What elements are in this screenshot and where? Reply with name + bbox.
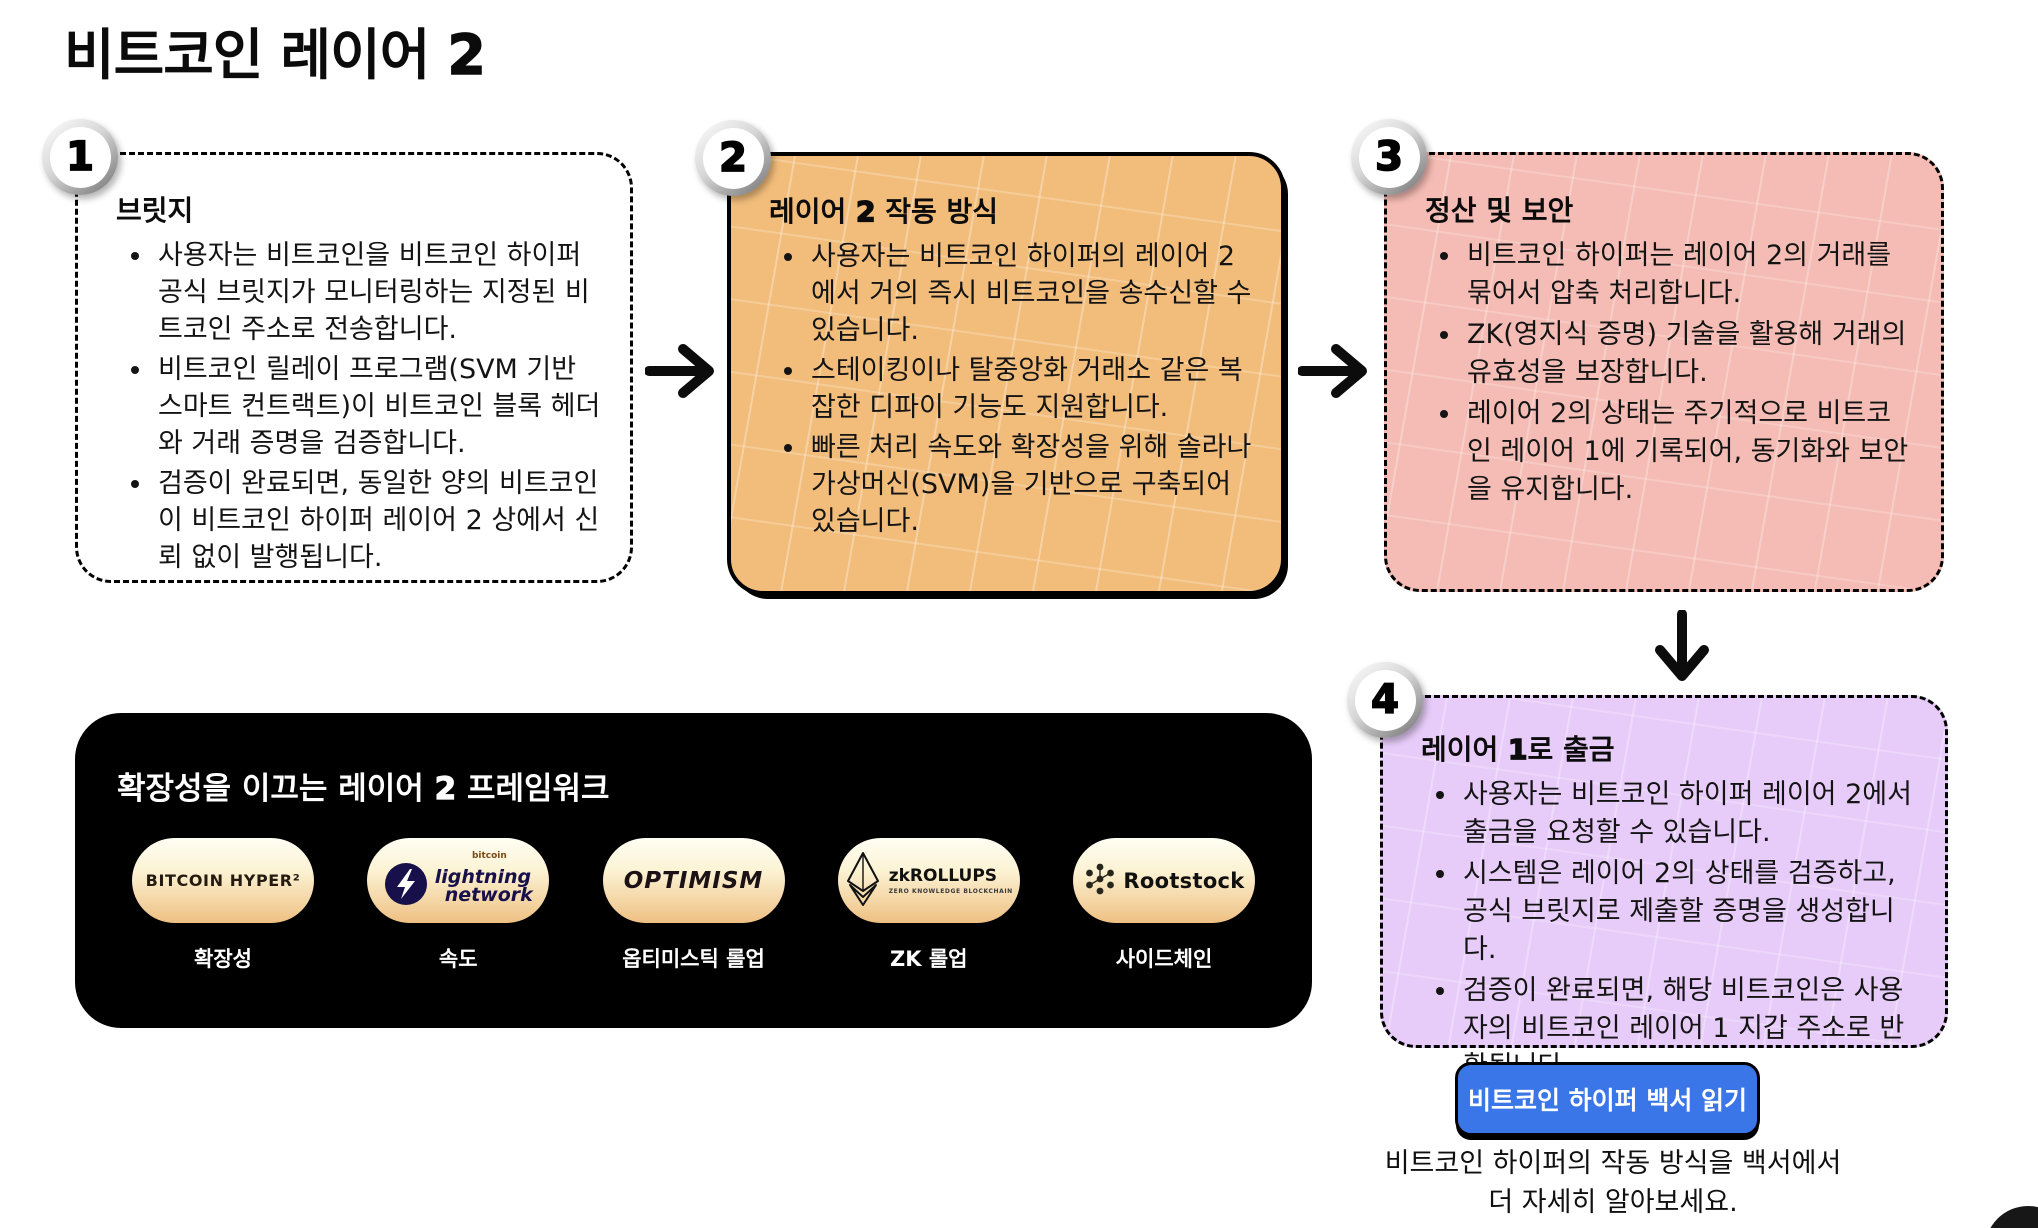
framework-panel: 확장성을 이끄는 레이어 2 프레임워크 BITCOIN HYPER² 확장성 … [75,713,1312,1028]
heading-number: 2 [434,770,457,807]
lightning-network-logo: bitcoin lightning network [367,838,550,923]
step-box-settlement: 3 정산 및 보안 비트코인 하이퍼는 레이어 2의 거래를 묶어서 압축 처리… [1351,119,1944,592]
badge-circle: 1 [49,126,111,188]
logo-item-bitcoin-hyper: BITCOIN HYPER² 확장성 [117,838,329,973]
step-number-badge-4: 4 [1347,662,1423,738]
step-title-text: 레이어 [769,195,857,228]
rootstock-dots-icon [1083,862,1117,900]
step-title: 레이어 1로 출금 [1421,728,1917,768]
step-title-text: 작동 방식 [875,195,999,228]
logo-item-lightning-network: bitcoin lightning network [352,838,564,973]
step-number-badge-1: 1 [42,119,118,195]
badge-circle: 4 [1354,669,1416,731]
bitcoin-hyper-wordmark: BITCOIN HYPER² [145,871,301,890]
step-title-text: 로 출금 [1527,733,1615,766]
page-title: 비트코인 레이어 2 [64,10,487,90]
cta-caption: 비트코인 하이퍼의 작동 방식을 백서에서 더 자세히 알아보세요. [1384,1148,1842,1218]
logo-item-zkrollups: zkROLLUPS ZERO KNOWLEDGE BLOCKCHAIN ZK 롤… [823,838,1035,973]
page-title-number: 2 [447,22,487,88]
rootstock-wordmark: Rootstock [1123,868,1245,893]
wordmark-line: network [444,884,533,906]
zkrollups-logo: zkROLLUPS ZERO KNOWLEDGE BLOCKCHAIN [837,838,1020,923]
framework-logo-row: BITCOIN HYPER² 확장성 bitcoin [117,838,1270,973]
ethereum-diamond-icon [845,851,881,911]
logo-label: ZK 롤업 [890,947,968,971]
rootstock-logo: Rootstock [1073,838,1255,923]
heading-text: 확장성을 이끄는 레이어 [117,771,435,807]
wordmark-subtitle: ZERO KNOWLEDGE BLOCKCHAIN [888,888,1013,895]
step-box-withdraw: 4 레이어 1로 출금 사용자는 비트코인 하이퍼 레이어 2에서 출금을 요청… [1347,662,1948,1082]
wordmark-line: lightning [434,866,532,888]
step-title: 브릿지 [116,194,194,227]
arrow-right-icon [1298,340,1372,402]
step-title: 레이어 2 작동 방식 [769,190,1253,230]
wordmark-line: zkROLLUPS [888,866,998,886]
step-bullet-list: 사용자는 비트코인 하이퍼 레이어 2에서 출금을 요청할 수 있습니다. 시스… [1411,776,1917,1086]
logo-label: 옵티미스틱 롤업 [622,947,765,971]
step-box-layer2: 2 레이어 2 작동 방식 사용자는 비트코인 하이퍼의 레이어 2에서 거의 … [695,120,1285,595]
framework-panel-heading: 확장성을 이끄는 레이어 2 프레임워크 [117,763,1270,808]
page-title-text: 비트코인 레이어 [64,23,448,87]
bullet-item: 사용자는 비트코인을 비트코인 하이퍼 공식 브릿지가 모니터링하는 지정된 비… [154,237,602,348]
floating-widget-button[interactable] [1985,1206,2038,1228]
step-bullet-list: 사용자는 비트코인을 비트코인 하이퍼 공식 브릿지가 모니터링하는 지정된 비… [106,237,602,576]
optimism-wordmark: OPTIMISM [623,867,764,894]
step-number-badge-3: 3 [1351,119,1427,195]
badge-circle: 3 [1358,126,1420,188]
step-box-bridge: 1 브릿지 사용자는 비트코인을 비트코인 하이퍼 공식 브릿지가 모니터링하는… [42,119,633,583]
heading-text: 프레임워크 [456,771,610,807]
arrow-right-icon [645,340,719,402]
step-title-text: 레이어 [1421,733,1509,766]
bullet-item: 사용자는 비트코인 하이퍼의 레이어 2에서 거의 즉시 비트코인을 송수신할 … [807,238,1253,349]
whitepaper-button-label: 비트코인 하이퍼 백서 읽기 [1467,1086,1748,1115]
badge-circle: 2 [702,127,764,189]
bullet-item: 검증이 완료되면, 동일한 양의 비트코인이 비트코인 하이퍼 레이어 2 상에… [154,465,602,576]
step-number: 4 [1370,677,1400,723]
bitcoin-hyper-logo: BITCOIN HYPER² [132,838,314,923]
logo-label: 확장성 [194,947,252,971]
step-title: 정산 및 보안 [1425,194,1574,227]
bullet-item: 빠른 처리 속도와 확장성을 위해 솔라나 가상머신(SVM)을 기반으로 구축… [807,429,1253,540]
bitcoin-tiny-wordmark: bitcoin [471,851,507,861]
lightning-network-wordmark: lightning network [434,866,533,906]
bullet-item: 시스템은 레이어 2의 상태를 검증하고, 공식 브릿지로 제출할 증명을 생성… [1459,855,1917,969]
bullet-item: 비트코인 하이퍼는 레이어 2의 거래를 묶어서 압축 처리합니다. [1463,237,1913,313]
step-number: 3 [1374,134,1404,180]
optimism-logo: OPTIMISM [602,838,785,923]
step-title-number: 1 [1507,732,1528,767]
bullet-item: 사용자는 비트코인 하이퍼 레이어 2에서 출금을 요청할 수 있습니다. [1459,776,1917,852]
lightning-bolt-icon [384,862,428,910]
logo-label: 사이드체인 [1115,947,1213,971]
whitepaper-button[interactable]: 비트코인 하이퍼 백서 읽기 [1455,1062,1760,1136]
step-number: 2 [718,135,748,181]
logo-item-rootstock: Rootstock 사이드체인 [1058,838,1270,973]
logo-label: 속도 [438,947,478,971]
bullet-item: 스테이킹이나 탈중앙화 거래소 같은 복잡한 디파이 기능도 지원합니다. [807,352,1253,426]
bullet-item: 비트코인 릴레이 프로그램(SVM 기반 스마트 컨트랙트)이 비트코인 블록 … [154,351,602,462]
zkrollups-wordmark: zkROLLUPS ZERO KNOWLEDGE BLOCKCHAIN [889,866,1013,895]
step-bullet-list: 사용자는 비트코인 하이퍼의 레이어 2에서 거의 즉시 비트코인을 송수신할 … [759,238,1253,540]
logo-item-optimism: OPTIMISM 옵티미스틱 롤업 [588,838,800,973]
step-bullet-list: 비트코인 하이퍼는 레이어 2의 거래를 묶어서 압축 처리합니다. ZK(영지… [1415,237,1913,509]
step-number: 1 [65,134,95,180]
step-number-badge-2: 2 [695,120,771,196]
bullet-item: ZK(영지식 증명) 기술을 활용해 거래의 유효성을 보장합니다. [1463,316,1913,392]
bullet-item: 검증이 완료되면, 해당 비트코인은 사용자의 비트코인 레이어 1 지갑 주소… [1459,972,1917,1086]
bullet-item: 레이어 2의 상태는 주기적으로 비트코인 레이어 1에 기록되어, 동기화와 … [1463,395,1913,509]
step-title-number: 2 [855,194,876,229]
arrow-down-icon [1651,610,1713,686]
